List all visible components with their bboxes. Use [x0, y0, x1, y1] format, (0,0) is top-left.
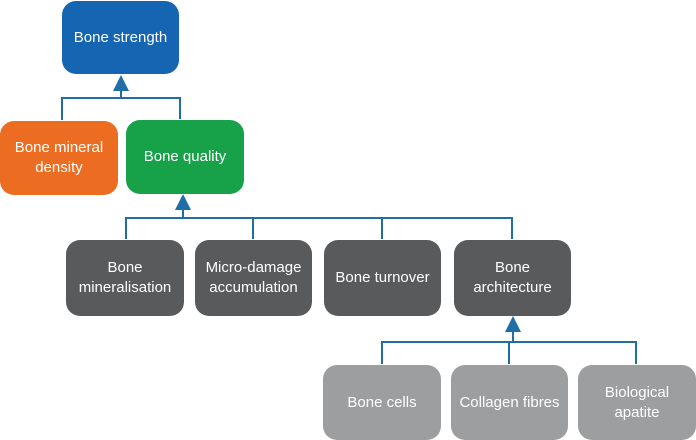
node-bone-strength: Bone strength: [62, 1, 179, 74]
node-bone-architecture: Bone architecture: [454, 240, 571, 316]
connector-group: [61, 75, 637, 364]
connector-strength-branch: [61, 97, 181, 120]
node-micro-damage-accumulation: Micro-damage accumulation: [195, 240, 312, 316]
node-bone-cells: Bone cells: [323, 365, 441, 440]
node-bone-turnover-label: Bone turnover: [335, 269, 430, 286]
node-bone-mineral-density: Bone mineral density: [0, 121, 118, 195]
node-bone-architecture-label: Bone architecture: [473, 259, 552, 296]
node-bone-strength-label: Bone strength: [73, 28, 168, 46]
node-micro-damage-label: Micro-damage accumulation: [205, 259, 302, 296]
connector-quality-branch: [125, 217, 513, 239]
node-bone-quality: Bone quality: [126, 120, 244, 194]
node-biological-apatite: Biological apatite: [578, 365, 696, 440]
node-bone-mineral-density-label: Bone mineral density: [14, 139, 104, 176]
node-bone-quality-label: Bone quality: [143, 148, 227, 165]
node-collagen-fibres-label: Collagen fibres: [459, 393, 560, 411]
node-bone-turnover: Bone turnover: [324, 240, 441, 316]
node-collagen-fibres: Collagen fibres: [451, 365, 568, 440]
node-bone-cells-label: Bone cells: [347, 393, 417, 411]
node-bone-mineralisation-label: Bone mineralisation: [78, 259, 172, 296]
node-bone-mineralisation: Bone mineralisation: [66, 240, 184, 316]
node-biological-apatite-label: Biological apatite: [604, 383, 670, 421]
